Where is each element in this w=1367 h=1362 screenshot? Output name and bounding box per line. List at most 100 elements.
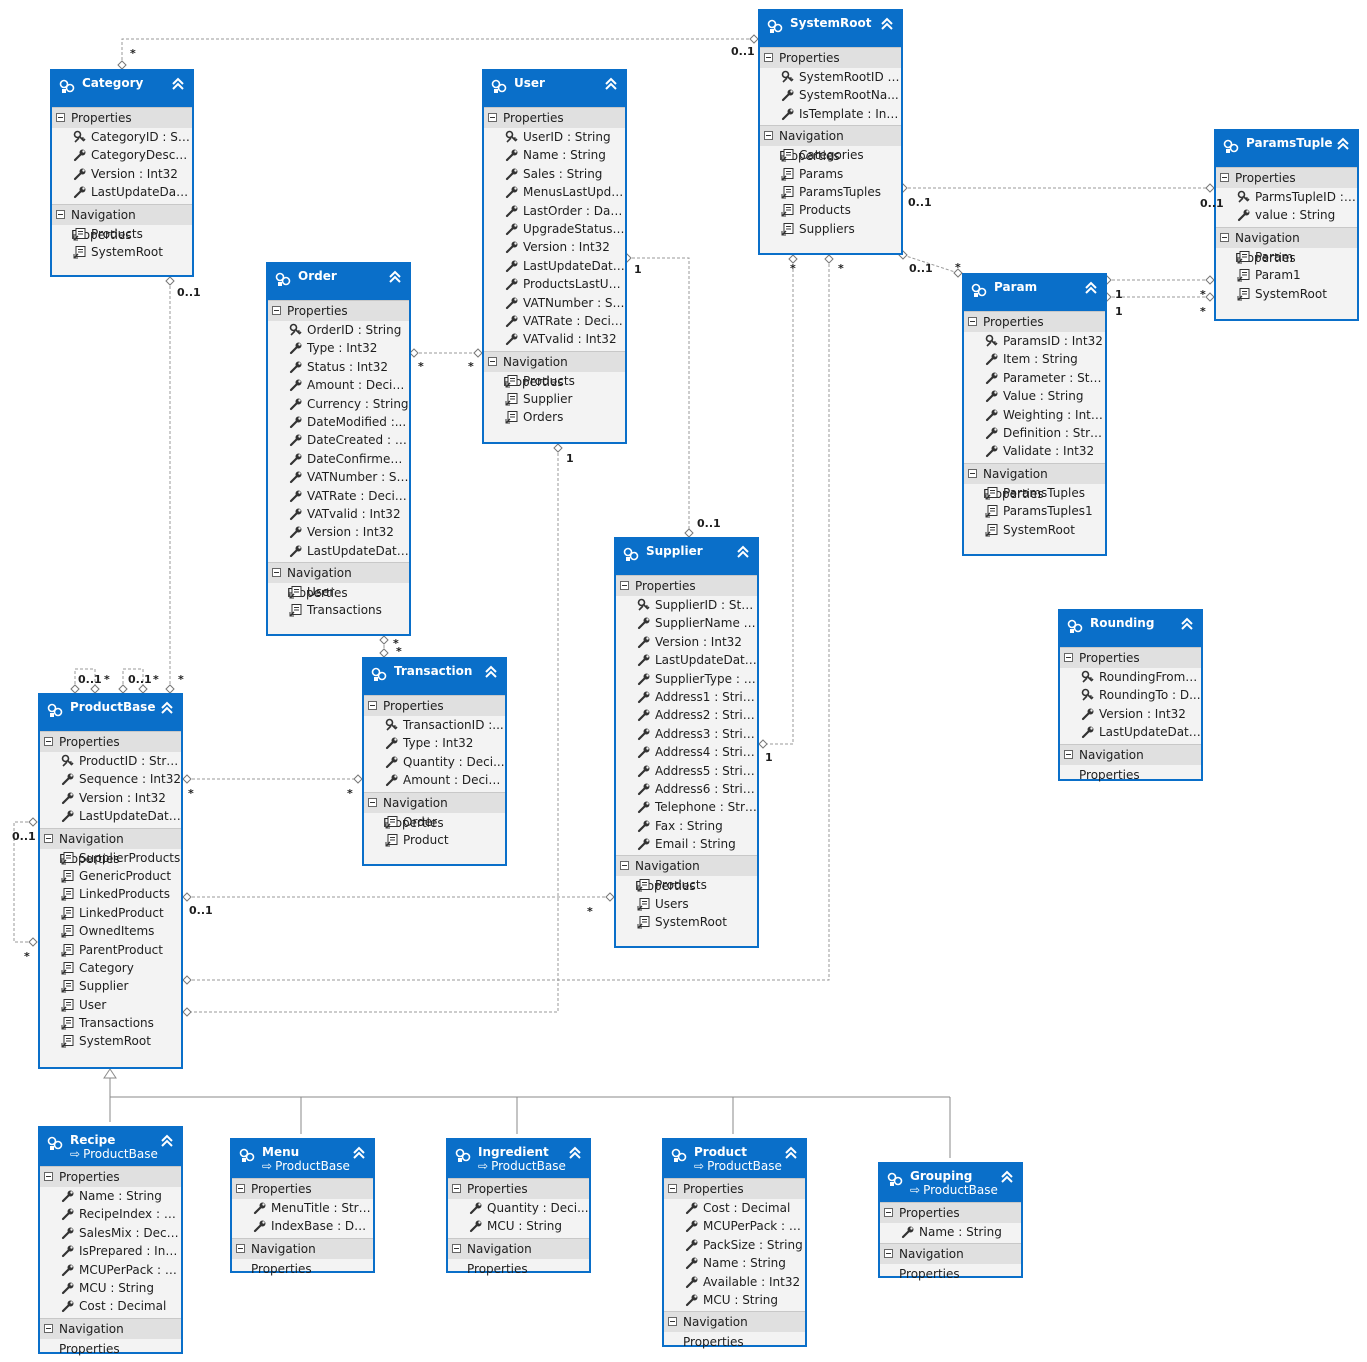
property-row[interactable]: VATRate : Decim... — [484, 312, 625, 330]
property-row[interactable]: Address2 : String — [616, 706, 757, 724]
property-row[interactable]: Version : Int32 — [484, 238, 625, 256]
navigation-section-header[interactable]: Navigation Properties — [484, 350, 625, 389]
property-row[interactable]: Name : String — [664, 1254, 805, 1272]
property-row[interactable]: SupplierID : String — [616, 596, 757, 614]
navigation-row[interactable]: Order — [364, 813, 505, 831]
navigation-row[interactable]: User — [40, 996, 181, 1014]
collapse-toggle-icon[interactable] — [44, 737, 53, 746]
navigation-section-header[interactable]: Navigation Properties — [964, 462, 1105, 501]
property-row[interactable]: VATvalid : Int32 — [268, 505, 409, 523]
property-row[interactable]: OrderID : String — [268, 321, 409, 339]
collapse-toggle-icon[interactable] — [452, 1184, 461, 1193]
properties-section-header[interactable]: Properties — [664, 1178, 805, 1199]
navigation-section-header[interactable]: Navigation Properties — [52, 203, 192, 242]
property-row[interactable]: Amount : Decimal — [268, 376, 409, 394]
navigation-section-header[interactable]: Navigation Properties — [616, 855, 757, 893]
property-row[interactable]: Email : String — [616, 835, 757, 853]
properties-section-header[interactable]: Properties — [268, 300, 409, 321]
entity-header[interactable]: Param — [964, 275, 1105, 311]
property-row[interactable]: IsPrepared : Int32 — [40, 1242, 181, 1260]
collapse-toggle-icon[interactable] — [44, 1323, 53, 1333]
collapse-toggle-icon[interactable] — [1220, 232, 1229, 242]
navigation-section-header[interactable]: Navigation Properties — [664, 1311, 805, 1349]
navigation-section-header[interactable]: Navigation Properties — [268, 562, 409, 600]
association-user-supplier[interactable] — [627, 257, 690, 533]
collapse-toggle-icon[interactable] — [44, 1172, 53, 1181]
property-row[interactable]: RoundingFrom :... — [1060, 668, 1201, 686]
collapse-chevrons-icon[interactable] — [483, 664, 499, 680]
navigation-row[interactable]: Products — [52, 225, 192, 243]
property-row[interactable]: UpgradeStatus :... — [484, 220, 625, 238]
collapse-chevrons-icon[interactable] — [1083, 280, 1099, 296]
navigation-section-header[interactable]: Navigation Properties — [40, 827, 181, 866]
property-row[interactable]: RoundingTo : D... — [1060, 686, 1201, 704]
collapse-toggle-icon[interactable] — [620, 861, 629, 871]
collapse-chevrons-icon[interactable] — [387, 269, 403, 285]
collapse-toggle-icon[interactable] — [236, 1243, 245, 1253]
entity-header[interactable]: Grouping⇨ProductBase — [880, 1164, 1021, 1202]
property-row[interactable]: value : String — [1216, 206, 1357, 224]
collapse-toggle-icon[interactable] — [368, 797, 377, 807]
property-row[interactable]: Quantity : Deci... — [364, 753, 505, 771]
collapse-toggle-icon[interactable] — [452, 1243, 461, 1253]
property-row[interactable]: Quantity : Deci... — [448, 1199, 589, 1217]
collapse-toggle-icon[interactable] — [668, 1317, 677, 1327]
navigation-row[interactable]: LinkedProducts — [40, 885, 181, 903]
properties-section-header[interactable]: Properties — [760, 47, 901, 68]
property-row[interactable]: Available : Int32 — [664, 1273, 805, 1291]
navigation-row[interactable]: SystemRoot — [616, 913, 757, 931]
property-row[interactable]: Cost : Decimal — [664, 1199, 805, 1217]
collapse-toggle-icon[interactable] — [1220, 173, 1229, 182]
collapse-chevrons-icon[interactable] — [159, 700, 175, 716]
property-row[interactable]: DateCreated : D... — [268, 431, 409, 449]
association-productbase-linked[interactable] — [74, 668, 96, 689]
collapse-toggle-icon[interactable] — [236, 1184, 245, 1193]
navigation-row[interactable]: Param1 — [1216, 266, 1357, 284]
collapse-chevrons-icon[interactable] — [351, 1145, 367, 1161]
entity-header[interactable]: ProductBase — [40, 695, 181, 731]
property-row[interactable]: Item : String — [964, 350, 1105, 368]
navigation-row[interactable]: SystemRoot — [52, 243, 192, 261]
collapse-toggle-icon[interactable] — [368, 701, 377, 710]
property-row[interactable]: Value : String — [964, 387, 1105, 405]
entity-header[interactable]: Transaction — [364, 659, 505, 695]
property-row[interactable]: Type : Int32 — [268, 339, 409, 357]
property-row[interactable]: MCU : String — [40, 1279, 181, 1297]
entity-header[interactable]: User — [484, 71, 625, 107]
navigation-row[interactable]: Suppliers — [760, 220, 901, 238]
entity-header[interactable]: Recipe⇨ProductBase — [40, 1128, 181, 1166]
navigation-row[interactable]: Products — [760, 201, 901, 219]
entity-header[interactable]: Product⇨ProductBase — [664, 1140, 805, 1178]
association-systemroot-supplier[interactable] — [763, 259, 794, 745]
navigation-row[interactable]: SystemRoot — [964, 521, 1105, 539]
navigation-row[interactable]: Products — [484, 372, 625, 390]
properties-section-header[interactable]: Properties — [52, 107, 192, 128]
property-row[interactable]: Address3 : String — [616, 725, 757, 743]
navigation-row[interactable]: Transactions — [40, 1014, 181, 1032]
entity-header[interactable]: Menu⇨ProductBase — [232, 1140, 373, 1178]
navigation-section-header[interactable]: Navigation Properties — [1216, 226, 1357, 265]
properties-section-header[interactable]: Properties — [448, 1178, 589, 1199]
navigation-row[interactable]: Param — [1216, 248, 1357, 266]
property-row[interactable]: ProductID : String — [40, 752, 181, 770]
properties-section-header[interactable]: Properties — [616, 575, 757, 596]
collapse-chevrons-icon[interactable] — [1179, 616, 1195, 632]
collapse-toggle-icon[interactable] — [968, 468, 977, 478]
association-systemroot-productbase[interactable] — [187, 259, 830, 981]
property-row[interactable]: Name : String — [484, 146, 625, 164]
property-row[interactable]: CategoryDescrip... — [52, 146, 192, 164]
navigation-row[interactable]: LinkedProduct — [40, 904, 181, 922]
collapse-chevrons-icon[interactable] — [999, 1169, 1015, 1185]
collapse-toggle-icon[interactable] — [884, 1208, 893, 1217]
entity-header[interactable]: ParamsTuple — [1216, 131, 1357, 167]
navigation-section-header[interactable]: Navigation Properties — [40, 1317, 181, 1356]
navigation-row[interactable]: ParentProduct — [40, 941, 181, 959]
property-row[interactable]: Telephone : String — [616, 798, 757, 816]
navigation-row[interactable]: SystemRoot — [1216, 285, 1357, 303]
